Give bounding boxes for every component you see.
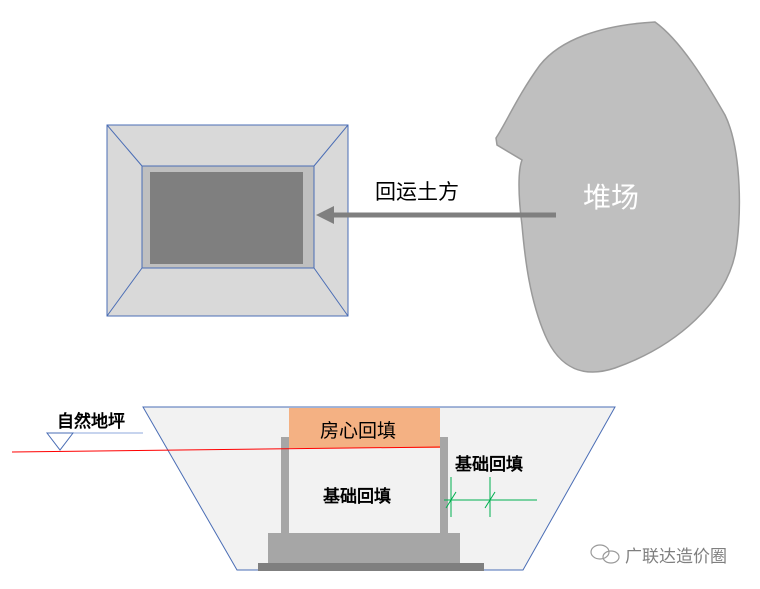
footing-base [258,563,484,571]
natural-ground-line [11,446,441,453]
left-wall [281,437,289,533]
return-soil-label: 回运土方 [375,180,459,204]
working-face-dimension [444,477,537,517]
footing [268,533,460,564]
right-wall [440,437,448,533]
ground-label: 自然地坪 [57,411,125,432]
stockpile-label: 堆场 [583,181,639,214]
foundation-backfill-outer-label: 基础回填 [454,454,523,475]
return-soil-arrow [316,206,556,224]
excavation-section [11,406,616,571]
foundation-backfill-inner-label: 基础回填 [322,486,391,507]
room-backfill-box [289,408,440,448]
wechat-icon [590,544,620,564]
watermark-text: 广联达造价圈 [625,547,727,567]
ground-level-symbol [45,432,75,451]
pit-plan [106,124,349,317]
stockpile-blob [495,21,741,373]
room-backfill-label: 房心回填 [320,420,396,442]
